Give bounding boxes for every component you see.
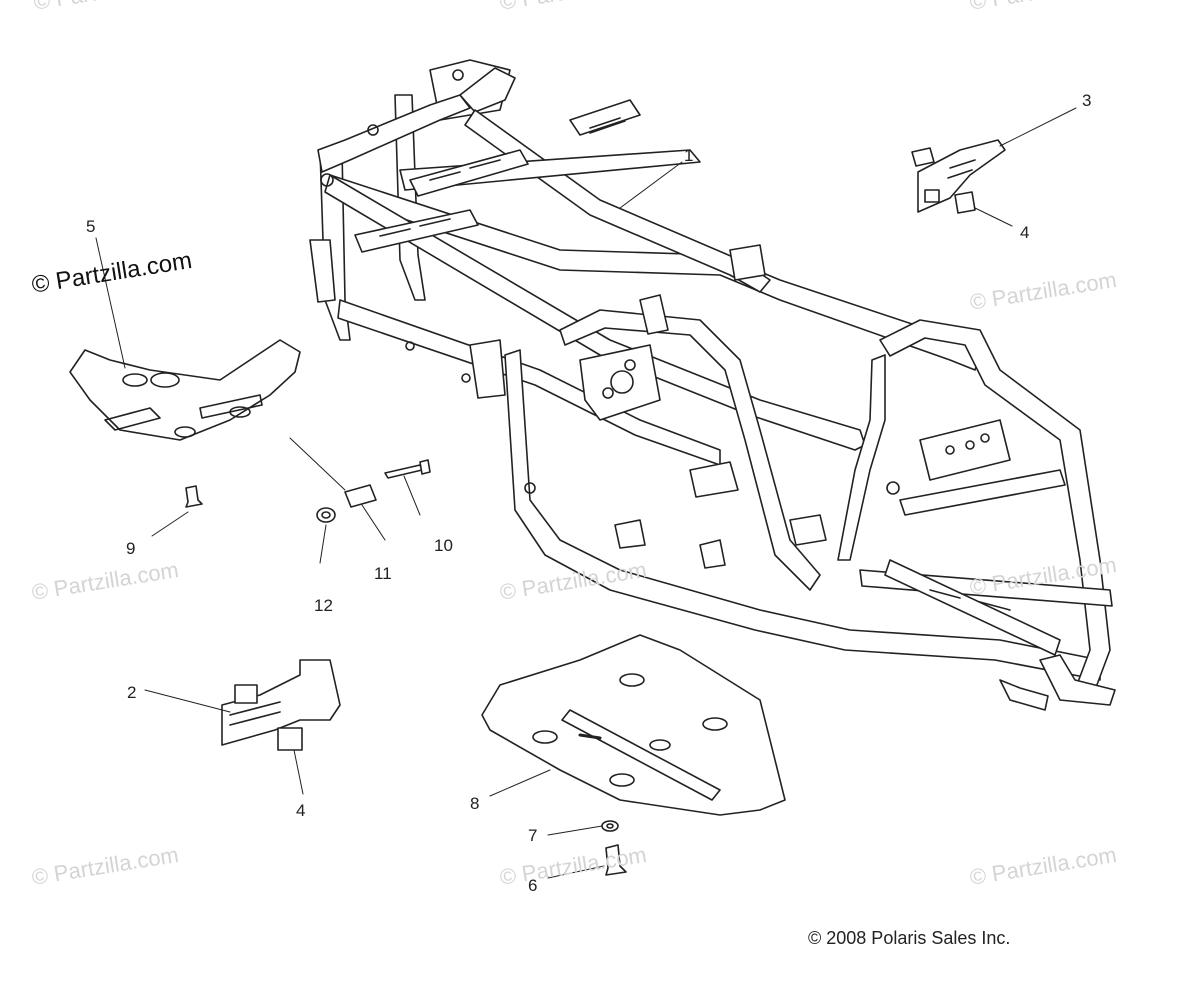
callout-4: 4	[1020, 223, 1030, 242]
copyright-text: © 2008 Polaris Sales Inc.	[808, 928, 1011, 948]
callout-9: 9	[126, 539, 136, 558]
callout-3: 3	[1082, 91, 1092, 110]
callout-10: 10	[434, 536, 453, 555]
callout-2: 2	[127, 683, 137, 702]
bracket-left	[221, 659, 341, 751]
hardware	[185, 459, 627, 876]
skid-plate-left	[69, 339, 301, 441]
callout-7: 7	[528, 826, 538, 845]
callout-5: 5	[86, 217, 96, 236]
skid-plate-center	[481, 634, 786, 816]
main-frame	[309, 59, 1116, 711]
bracket-right	[911, 139, 1006, 214]
callout-4: 4	[296, 801, 306, 820]
callout-6: 6	[528, 876, 538, 895]
callout-8: 8	[470, 794, 480, 813]
callout-1: 1	[684, 146, 694, 165]
leader-lines	[95, 107, 1077, 879]
callout-12: 12	[314, 596, 333, 615]
callout-11: 11	[374, 564, 392, 583]
